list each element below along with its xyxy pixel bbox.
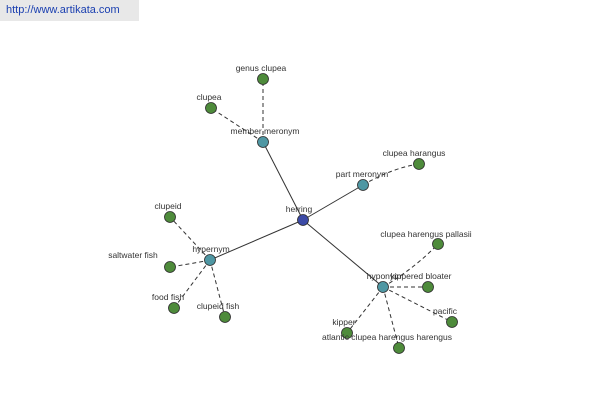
node-clupeid-fish[interactable] bbox=[219, 311, 231, 323]
node-clupeid[interactable] bbox=[164, 211, 176, 223]
edge-member-meronym-clupea bbox=[210, 107, 264, 143]
node-member-meronym[interactable] bbox=[257, 136, 269, 148]
label-hypernym: hypernym bbox=[192, 244, 229, 254]
label-part-meronym: part meronym bbox=[336, 169, 388, 179]
label-atlantic: atlantic clupea harengus harengus bbox=[322, 332, 452, 342]
label-pallasii: clupea harengus pallasii bbox=[380, 229, 471, 239]
label-clupea: clupea bbox=[196, 92, 221, 102]
label-saltwater-fish: saltwater fish bbox=[108, 250, 158, 260]
edge-hypernym-clupeid bbox=[169, 216, 211, 261]
edge-hypernym-clupeid-fish bbox=[209, 259, 226, 318]
label-clupeid: clupeid bbox=[155, 201, 182, 211]
node-clupea[interactable] bbox=[205, 102, 217, 114]
edge-hyponym-pallasii bbox=[382, 243, 439, 288]
labels: herring member meronym genus clupea clup… bbox=[108, 63, 472, 342]
label-pacific: pacific bbox=[433, 306, 458, 316]
label-clupeid-fish: clupeid fish bbox=[197, 301, 240, 311]
label-genus-clupea: genus clupea bbox=[236, 63, 287, 73]
edge-herring-hypernym bbox=[209, 219, 304, 261]
edge-part-meronym-clupea-harangus bbox=[362, 163, 420, 186]
edge-herring-hyponym bbox=[302, 219, 384, 288]
node-pallasii[interactable] bbox=[432, 238, 444, 250]
node-hyponym[interactable] bbox=[377, 281, 389, 293]
edges bbox=[169, 79, 453, 349]
node-atlantic[interactable] bbox=[393, 342, 405, 354]
label-herring: herring bbox=[286, 204, 313, 214]
node-clupea-harangus[interactable] bbox=[413, 158, 425, 170]
edge-hypernym-food-fish bbox=[173, 259, 211, 309]
node-kippered-bloater[interactable] bbox=[422, 281, 434, 293]
edge-herring-member-meronym bbox=[262, 141, 304, 221]
label-clupea-harangus: clupea harangus bbox=[383, 148, 446, 158]
node-saltwater-fish[interactable] bbox=[164, 261, 176, 273]
node-pacific[interactable] bbox=[446, 316, 458, 328]
label-food-fish: food fish bbox=[152, 292, 184, 302]
label-member-meronym: member meronym bbox=[231, 126, 300, 136]
node-genus-clupea[interactable] bbox=[257, 73, 269, 85]
site-link[interactable]: http://www.artikata.com bbox=[6, 4, 120, 16]
node-herring[interactable] bbox=[297, 214, 309, 226]
node-part-meronym[interactable] bbox=[357, 179, 369, 191]
edge-hyponym-pacific bbox=[382, 286, 453, 323]
url-banner: http://www.artikata.com bbox=[0, 0, 139, 21]
edge-hypernym-saltwater-fish bbox=[169, 259, 211, 268]
edge-hyponym-atlantic bbox=[382, 286, 400, 349]
node-hypernym[interactable] bbox=[204, 254, 216, 266]
label-kipper: kipper bbox=[332, 317, 355, 327]
node-kipper[interactable] bbox=[341, 327, 353, 339]
label-kippered-bloater: kippered bloater bbox=[391, 271, 452, 281]
edge-herring-part-meronym bbox=[302, 184, 364, 221]
edge-hyponym-kipper bbox=[346, 286, 384, 334]
node-food-fish[interactable] bbox=[168, 302, 180, 314]
nodes bbox=[164, 73, 458, 354]
label-hyponym: hyponym bbox=[367, 271, 402, 281]
